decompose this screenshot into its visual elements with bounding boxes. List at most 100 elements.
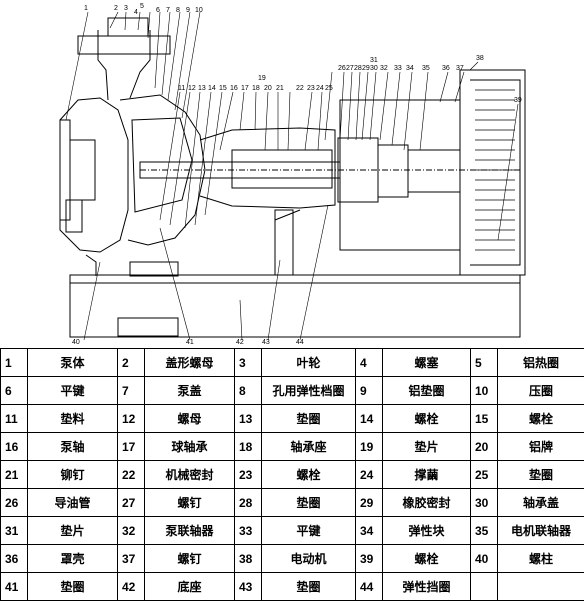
- part-name: 垫圈: [261, 488, 356, 517]
- part-number: 29: [355, 488, 383, 517]
- part-number: 38: [234, 544, 262, 573]
- part-number: 19: [355, 432, 383, 461]
- part-name: 电机联轴器: [497, 516, 584, 545]
- part-name: 螺栓: [261, 460, 356, 489]
- part-name: 泵体: [27, 348, 118, 377]
- part-number: 16: [0, 432, 28, 461]
- part-number: 1: [0, 348, 28, 377]
- callout-36: 36: [442, 65, 450, 72]
- callout-27: 27: [346, 65, 354, 72]
- callout-35: 35: [422, 65, 430, 72]
- callout-34: 34: [406, 65, 414, 72]
- part-name: 螺钉: [144, 544, 235, 573]
- part-name: 泵盖: [144, 376, 235, 405]
- part-number: 17: [117, 432, 145, 461]
- bearing-housing: [199, 127, 336, 209]
- callout-25: 25: [325, 85, 333, 92]
- part-name: 垫圈: [261, 404, 356, 433]
- callout-9: 9: [186, 7, 190, 14]
- part-number: 4: [355, 348, 383, 377]
- callout-8: 8: [176, 7, 180, 14]
- part-name: 垫片: [27, 516, 118, 545]
- callout-14: 14: [208, 85, 216, 92]
- part-number: 2: [117, 348, 145, 377]
- part-name: 平键: [27, 376, 118, 405]
- part-number: 23: [234, 460, 262, 489]
- motor: [459, 69, 526, 276]
- callout-31: 31: [370, 57, 378, 64]
- part-name: 垫片: [382, 432, 471, 461]
- part-name: 机械密封: [144, 460, 235, 489]
- part-number: 44: [355, 572, 383, 601]
- part-number: 31: [0, 516, 28, 545]
- part-name: 螺钉: [144, 488, 235, 517]
- part-number: 20: [470, 432, 498, 461]
- part-name: 弹性挡圈: [382, 572, 471, 601]
- part-number: 13: [234, 404, 262, 433]
- part-name: 铝垫圈: [382, 376, 471, 405]
- part-number: 10: [470, 376, 498, 405]
- part-number: 26: [0, 488, 28, 517]
- callout-22: 22: [296, 85, 304, 92]
- callout-7: 7: [166, 7, 170, 14]
- part-number: 37: [117, 544, 145, 573]
- part-name: 螺栓: [382, 544, 471, 573]
- callout-43: 43: [262, 339, 270, 346]
- callout-33: 33: [394, 65, 402, 72]
- part-number: 22: [117, 460, 145, 489]
- part-name: 轴承座: [261, 432, 356, 461]
- callout-21: 21: [276, 85, 284, 92]
- part-name: 铝牌: [497, 432, 584, 461]
- callout-44: 44: [296, 339, 304, 346]
- pump-casing: [59, 97, 129, 253]
- base-frame: [69, 274, 521, 338]
- callout-41: 41: [186, 339, 194, 346]
- part-name: 叶轮: [261, 348, 356, 377]
- part-number: 9: [355, 376, 383, 405]
- part-name: 底座: [144, 572, 235, 601]
- part-name: 球轴承: [144, 432, 235, 461]
- callout-3: 3: [124, 5, 128, 12]
- part-number: 25: [470, 460, 498, 489]
- callout-1: 1: [84, 5, 88, 12]
- callout-29: 29: [362, 65, 370, 72]
- callout-23: 23: [307, 85, 315, 92]
- part-number: 8: [234, 376, 262, 405]
- part-name: 螺塞: [382, 348, 471, 377]
- callout-37: 37: [456, 65, 464, 72]
- part-name: 螺栓: [497, 404, 584, 433]
- part-number: 34: [355, 516, 383, 545]
- part-number: 7: [117, 376, 145, 405]
- callout-24: 24: [316, 85, 324, 92]
- callout-15: 15: [219, 85, 227, 92]
- callout-26: 26: [338, 65, 346, 72]
- part-number: 43: [234, 572, 262, 601]
- part-number: 42: [117, 572, 145, 601]
- part-number: 33: [234, 516, 262, 545]
- part-number: 39: [355, 544, 383, 573]
- part-number: 41: [0, 572, 28, 601]
- callout-6: 6: [156, 7, 160, 14]
- part-name: 电动机: [261, 544, 356, 573]
- part-number: 5: [470, 348, 498, 377]
- part-name: 导油管: [27, 488, 118, 517]
- part-number: 27: [117, 488, 145, 517]
- part-number: 28: [234, 488, 262, 517]
- part-number: 30: [470, 488, 498, 517]
- callout-40: 40: [72, 339, 80, 346]
- callout-38: 38: [476, 55, 484, 62]
- part-name: 罩壳: [27, 544, 118, 573]
- callout-11: 11: [178, 85, 185, 92]
- part-number: 3: [234, 348, 262, 377]
- part-number: 35: [470, 516, 498, 545]
- part-number: 24: [355, 460, 383, 489]
- part-name: 橡胶密封: [382, 488, 471, 517]
